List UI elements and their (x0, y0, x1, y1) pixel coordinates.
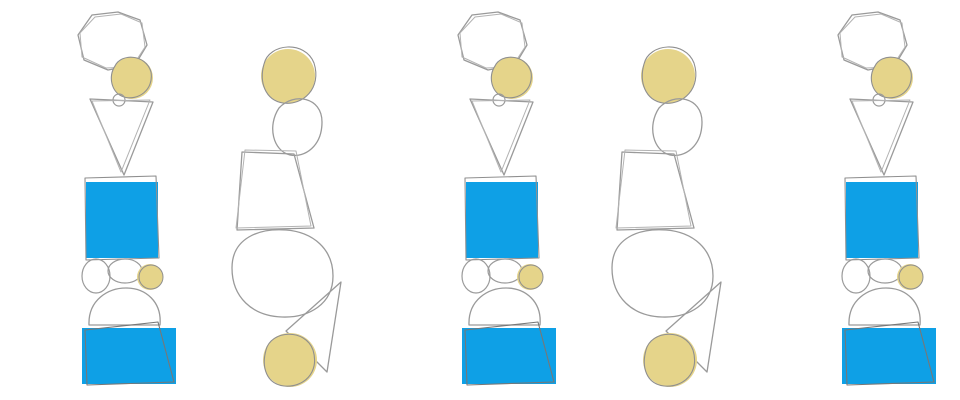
pattern-canvas (77, 11, 937, 388)
